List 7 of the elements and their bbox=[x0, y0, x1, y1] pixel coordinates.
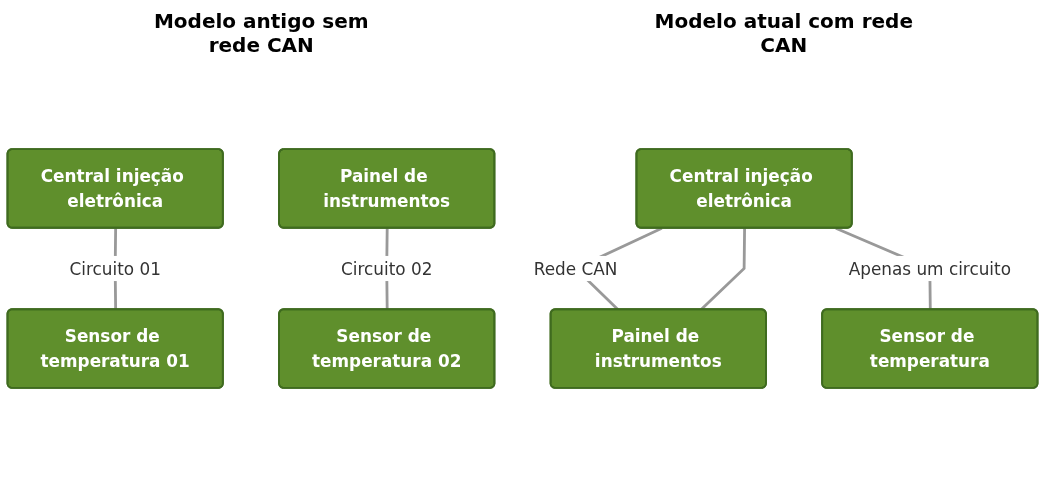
edge-label: Apenas um circuito bbox=[848, 258, 1011, 279]
section-heading: Modelo atual com rede CAN bbox=[653, 9, 914, 57]
edge-label: Circuito 01 bbox=[69, 258, 161, 279]
edge-label: Circuito 02 bbox=[341, 258, 433, 279]
edge-label: Rede CAN bbox=[533, 258, 618, 279]
section-heading: Modelo antigo sem rede CAN bbox=[152, 9, 370, 57]
connector bbox=[699, 228, 746, 311]
